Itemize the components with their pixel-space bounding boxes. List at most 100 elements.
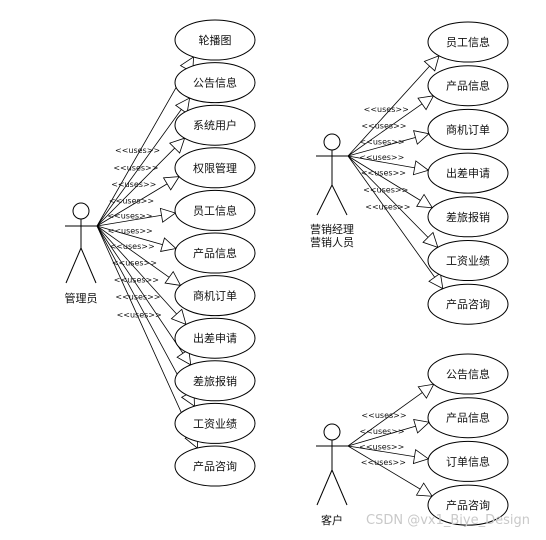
arrowhead-icon — [164, 270, 182, 286]
use-case-label: 权限管理 — [193, 161, 237, 175]
use-case-sales: 出差申请 — [427, 152, 509, 194]
uses-edge: <<uses>> — [347, 418, 430, 447]
use-case-ellipse — [427, 65, 509, 107]
use-case-label: 产品咨询 — [446, 498, 490, 512]
uses-label: <<uses>> — [364, 105, 409, 114]
use-case-ellipse — [427, 484, 509, 526]
arrowhead-icon — [415, 482, 433, 497]
use-case-ellipse — [174, 360, 256, 402]
uses-label: <<uses>> — [117, 310, 162, 319]
arrowhead-icon — [413, 418, 430, 434]
uses-line — [347, 155, 444, 289]
uses-label: <<uses>> — [110, 242, 155, 251]
uses-line — [96, 137, 185, 227]
use-case-label: 公告信息 — [193, 76, 237, 90]
use-case-label: 出差申请 — [446, 166, 490, 180]
use-case-label: 产品信息 — [193, 246, 237, 260]
uses-line — [347, 155, 433, 209]
use-case-label: 差旅报销 — [446, 210, 490, 224]
arrowhead-icon — [416, 193, 434, 209]
uses-line — [347, 445, 433, 497]
arrowhead-icon — [174, 97, 191, 115]
use-case-admin: 产品咨询 — [174, 445, 256, 487]
use-case-ellipse — [174, 445, 256, 487]
uses-line — [347, 383, 434, 447]
use-case-customer: 订单信息 — [427, 440, 509, 482]
use-case-label: 商机订单 — [193, 289, 237, 303]
use-case-ellipse — [174, 19, 256, 61]
uses-line — [96, 225, 198, 449]
uses-edge: <<uses>> — [96, 97, 191, 227]
uses-label: <<uses>> — [111, 180, 156, 189]
actor-label: 管理员 — [65, 291, 98, 305]
use-case-ellipse — [427, 21, 509, 63]
uses-label: <<uses>> — [361, 169, 406, 178]
use-case-ellipse — [174, 275, 256, 317]
use-case-admin: 商机订单 — [174, 275, 256, 317]
uses-label: <<uses>> — [109, 196, 154, 205]
arrowhead-icon — [160, 237, 177, 252]
uses-label: <<uses>> — [115, 293, 160, 302]
arrowhead-icon — [422, 231, 439, 249]
uses-label: <<uses>> — [113, 163, 158, 172]
use-case-admin: 系统用户 — [174, 104, 256, 146]
actor-head-icon — [72, 202, 90, 220]
uses-edge: <<uses>> — [347, 445, 433, 497]
use-case-sales: 产品信息 — [427, 65, 509, 107]
use-case-label: 工资业绩 — [193, 417, 237, 430]
use-case-ellipse — [427, 353, 509, 395]
uses-edge: <<uses>> — [347, 155, 444, 290]
use-case-customer: 产品信息 — [427, 397, 509, 439]
use-case-admin: 工资业绩 — [174, 402, 256, 444]
uses-label: <<uses>> — [359, 442, 404, 451]
use-case-ellipse — [427, 152, 509, 194]
use-case-label: 轮播图 — [199, 33, 232, 47]
use-case-ellipse — [174, 232, 256, 274]
use-case-admin: 权限管理 — [174, 147, 256, 189]
arrowhead-icon — [162, 176, 180, 191]
use-case-ellipse — [174, 62, 256, 104]
uses-edge: <<uses>> — [347, 95, 435, 157]
use-case-ellipse — [174, 189, 256, 231]
use-case-sales: 产品咨询 — [427, 283, 509, 325]
uses-line — [96, 225, 187, 325]
arrowhead-icon — [413, 130, 430, 145]
actor-label: 营销人员 — [310, 235, 354, 249]
arrowhead-icon — [176, 348, 192, 366]
uses-label: <<uses>> — [112, 258, 157, 267]
arrowhead-icon — [412, 449, 430, 465]
use-case-ellipse — [427, 108, 509, 150]
uses-label: <<uses>> — [359, 427, 404, 436]
actor-label: 营销经理 — [310, 222, 354, 236]
use-case-admin: 公告信息 — [174, 62, 256, 104]
uses-line — [347, 155, 439, 248]
arrowhead-icon — [423, 55, 440, 72]
uses-label: <<uses>> — [107, 212, 152, 221]
arrowhead-icon — [428, 272, 444, 290]
actor-left-leg — [65, 247, 82, 284]
use-case-ellipse — [427, 397, 509, 439]
use-case-admin: 出差申请 — [174, 317, 256, 359]
use-case-ellipse — [427, 283, 509, 325]
uses-edge: <<uses>> — [347, 130, 430, 157]
use-case-ellipse — [174, 147, 256, 189]
uses-edge: <<uses>> — [347, 153, 430, 176]
use-case-label: 差旅报销 — [193, 374, 237, 388]
uses-edge: <<uses>> — [347, 442, 430, 465]
use-case-customer: 公告信息 — [427, 353, 509, 395]
use-case-sales: 工资业绩 — [427, 240, 509, 281]
watermark: CSDN @vx1_Biye_Design — [366, 513, 530, 528]
uses-label: <<uses>> — [359, 138, 404, 147]
uses-edge: <<uses>> — [96, 225, 177, 252]
use-case-admin: 差旅报销 — [174, 360, 256, 402]
arrowhead-icon — [417, 383, 435, 399]
actor-customer: 客户 — [316, 423, 348, 527]
uses-label: <<uses>> — [361, 458, 406, 467]
arrowhead-icon — [159, 207, 177, 223]
uses-edge: <<uses>> — [96, 225, 182, 286]
actor-right-leg — [331, 469, 348, 506]
use-case-label: 出差申请 — [193, 331, 237, 345]
